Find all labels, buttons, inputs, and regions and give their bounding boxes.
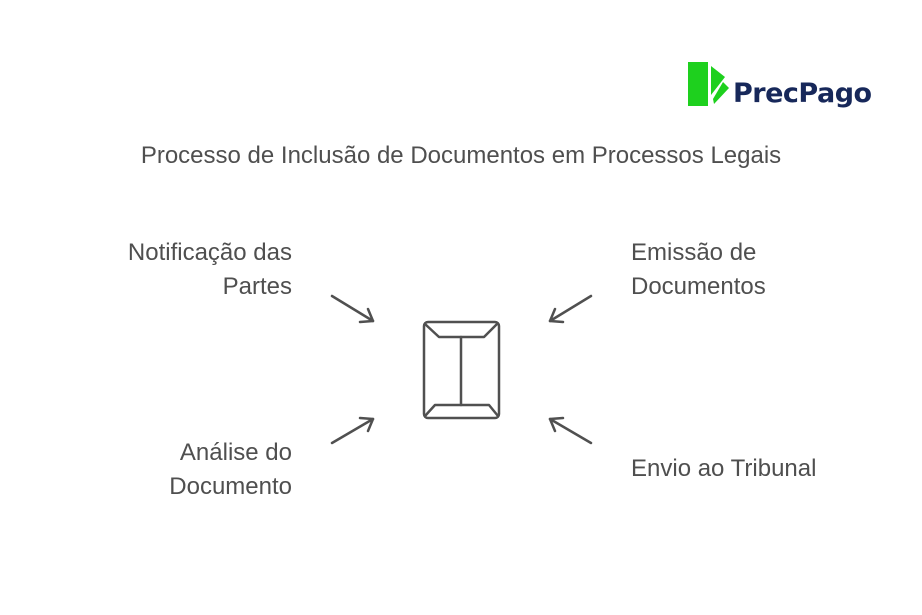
step-label-line: Envio ao Tribunal [631, 455, 817, 482]
diagram-title: Processo de Inclusão de Documentos em Pr… [140, 142, 782, 169]
step-top-left: Notificação das Partes [128, 236, 292, 304]
step-label-line: Partes [222, 273, 292, 300]
step-label-line: Documentos [631, 273, 766, 300]
step-label-line: Notificação das [127, 239, 292, 266]
step-top-right: Emissão de Documentos [631, 236, 766, 304]
brand-logo-text: PrecPago [733, 78, 872, 109]
step-label-line: Documento [169, 473, 292, 500]
step-label-line: Emissão de [631, 239, 757, 266]
step-label-line: Análise do [179, 439, 292, 466]
logo-mark [688, 62, 729, 106]
step-bottom-right: Envio ao Tribunal [631, 452, 816, 486]
arrow-bottom-right-icon [548, 416, 593, 445]
step-bottom-left: Análise do Documento [169, 436, 292, 504]
arrow-bottom-left-icon [330, 416, 375, 445]
arrow-top-right-icon [548, 294, 593, 324]
envelope-icon [422, 320, 501, 420]
arrow-top-left-icon [330, 294, 375, 324]
